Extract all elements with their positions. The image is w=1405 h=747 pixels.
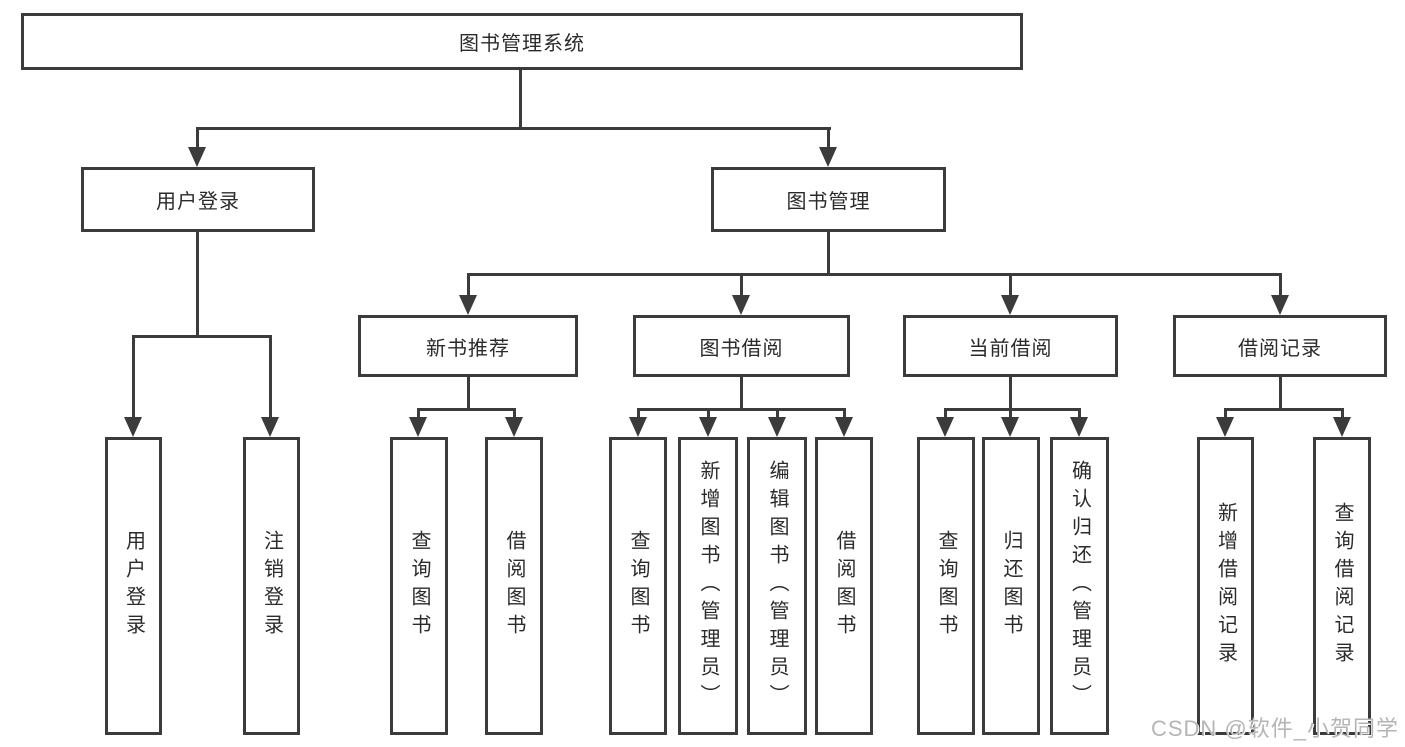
node-section-book-borrow: 图书借阅 [633,315,850,377]
connector-sec1-stem [740,377,743,411]
arrow-down-icon [629,417,647,437]
leaf-logout: 注销登录 [243,437,300,735]
leaf-query-books: 查询图书 [609,437,667,735]
node-user-login-label: 用户登录 [156,191,240,213]
node-section-current-borrow: 当前借阅 [903,315,1118,377]
arrow-down-icon [732,295,750,315]
connector-section-stub [740,273,743,297]
arrow-down-icon [188,147,206,167]
leaf-label: 归还图书 [1000,530,1022,642]
node-book-management: 图书管理 [711,167,946,232]
connector-root-rail [196,127,831,130]
leaf-label: 新增借阅记录 [1214,502,1237,670]
leaf-label: 借阅图书 [833,530,855,642]
leaf-user-login: 用户登录 [105,437,162,735]
arrow-down-icon [1216,417,1234,437]
connector-leaf-stub [776,408,779,420]
node-section-label: 图书借阅 [699,337,784,360]
leaf-label: 查询图书 [935,530,957,642]
connector-sec0-rail [417,408,516,411]
connector-leaf-stub [1078,408,1081,420]
connector-leaf-stub [707,408,710,420]
leaf-borrow-books: 借阅图书 [485,437,543,735]
node-section-borrow-records: 借阅记录 [1173,315,1387,377]
arrow-down-icon [505,417,523,437]
leaf-query-borrow-record: 查询借阅记录 [1313,437,1371,735]
connector-book-mgmt-stub [827,127,830,151]
connector-leaf-stub [269,335,272,421]
connector-leaf-stub [132,335,135,421]
arrow-down-icon [124,417,142,437]
connector-sections-rail [467,273,1282,276]
connector-section-stub [467,273,470,297]
connector-root-stem [519,70,522,128]
connector-leaf-stub [637,408,640,420]
arrow-down-icon [1271,295,1289,315]
leaf-return-books: 归还图书 [982,437,1040,735]
leaf-label: 新增图书（管理员） [697,460,719,712]
connector-leaf-stub [417,408,420,420]
connector-leaf-stub [1009,408,1012,420]
node-section-new-books: 新书推荐 [358,315,578,377]
node-root: 图书管理系统 [21,13,1023,70]
node-section-label: 当前借阅 [968,337,1053,360]
connector-user-login-stem [196,232,199,338]
leaf-label: 编辑图书（管理员） [766,460,788,712]
node-section-label: 新书推荐 [426,337,510,360]
node-user-login: 用户登录 [81,167,315,232]
connector-sec0-stem [467,377,470,411]
leaf-label: 查询图书 [627,530,649,642]
arrow-down-icon [1070,417,1088,437]
arrow-down-icon [261,417,279,437]
arrow-down-icon [699,417,717,437]
arrow-down-icon [819,147,837,167]
leaf-label: 注销登录 [260,530,283,642]
leaf-label: 用户登录 [122,530,145,642]
node-root-label: 图书管理系统 [459,33,585,55]
connector-sec2-rail [944,408,1081,411]
node-section-label: 借阅记录 [1238,337,1322,360]
connector-user-login-rail [132,335,272,338]
arrow-down-icon [409,417,427,437]
connector-sec2-stem [1009,377,1012,411]
leaf-label: 确认归还（管理员） [1068,460,1091,712]
arrow-down-icon [835,417,853,437]
connector-sec1-rail [637,408,846,411]
leaf-add-borrow-record: 新增借阅记录 [1197,437,1254,735]
connector-leaf-stub [843,408,846,420]
leaf-label: 借阅图书 [503,530,525,642]
connector-book-mgmt-stem [827,232,830,276]
connector-leaf-stub [1224,408,1227,420]
connector-leaf-stub [513,408,516,420]
csdn-watermark: CSDN @软件_小贺同学 [1150,716,1399,741]
arrow-down-icon [459,295,477,315]
connector-leaf-stub [1341,408,1344,420]
arrow-down-icon [1001,417,1019,437]
arrow-down-icon [936,417,954,437]
leaf-query-books: 查询图书 [390,437,448,735]
leaf-label: 查询借阅记录 [1331,502,1353,670]
arrow-down-icon [1333,417,1351,437]
leaf-label: 查询图书 [408,530,430,642]
leaf-add-books-admin: 新增图书（管理员） [678,437,738,735]
arrow-down-icon [768,417,786,437]
connector-section-stub [1279,273,1282,297]
leaf-borrow-books: 借阅图书 [815,437,873,735]
leaf-confirm-return-admin: 确认归还（管理员） [1050,437,1109,735]
connector-section-stub [1009,273,1012,297]
leaf-query-books: 查询图书 [917,437,975,735]
connector-leaf-stub [944,408,947,420]
connector-sec3-stem [1279,377,1282,411]
leaf-edit-books-admin: 编辑图书（管理员） [747,437,807,735]
node-book-management-label: 图书管理 [786,191,871,213]
connector-user-login-stub [196,127,199,151]
connector-sec3-rail [1224,408,1344,411]
arrow-down-icon [1001,295,1019,315]
